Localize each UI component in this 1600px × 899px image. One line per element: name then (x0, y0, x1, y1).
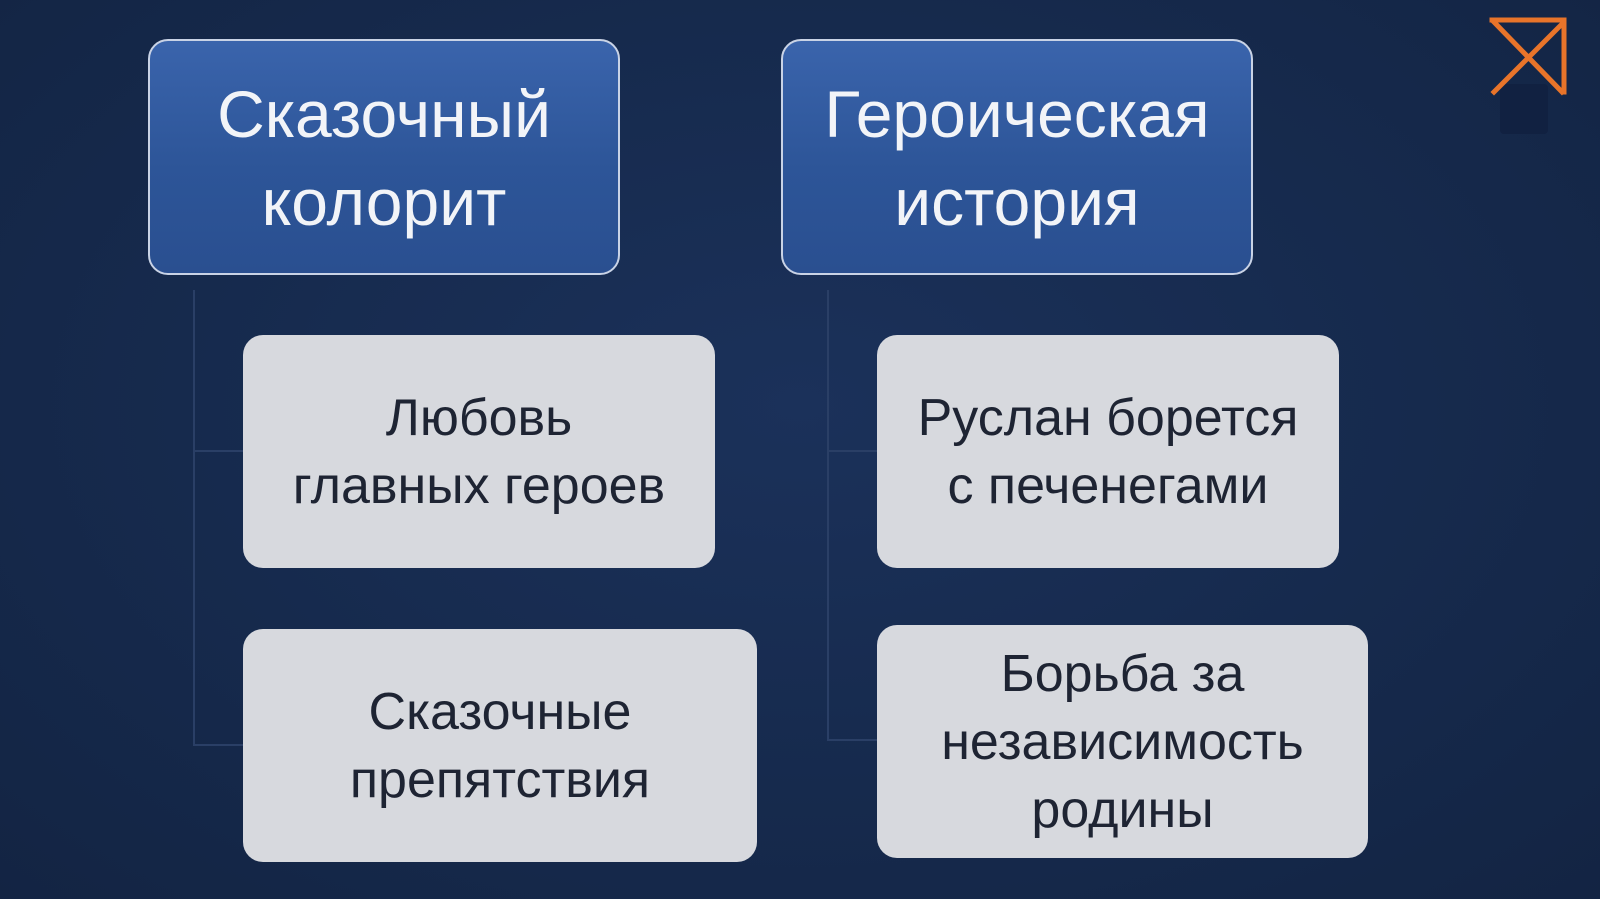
item-box-ruslan-fights: Руслан борется с печенегами (877, 335, 1339, 568)
heading-box-heroic-history: Героическая история (781, 39, 1253, 275)
item-box-fairy-obstacles: Сказочные препятствия (243, 629, 757, 862)
item-label: Борьба за независимость родины (941, 644, 1304, 839)
connector-right-branch-2 (827, 739, 877, 741)
logo-shadow (1500, 84, 1548, 134)
connector-left-vertical (193, 290, 195, 745)
item-box-love-of-heroes: Любовь главных героев (243, 335, 715, 568)
crossed-square-logo-icon (1489, 17, 1567, 96)
connector-right-branch-1 (827, 450, 877, 452)
item-label: Руслан борется с печенегами (917, 388, 1299, 515)
heading-label: Героическая история (824, 77, 1210, 239)
item-label: Любовь главных героев (292, 388, 666, 515)
connector-right-vertical (827, 290, 829, 740)
heading-box-fairy-coloring: Сказочный колорит (148, 39, 620, 275)
heading-label: Сказочный колорит (217, 77, 551, 239)
item-box-fight-for-independence: Борьба за независимость родины (877, 625, 1368, 858)
item-label: Сказочные препятствия (349, 682, 651, 809)
connector-left-branch-1 (193, 450, 243, 452)
connector-left-branch-2 (193, 744, 243, 746)
